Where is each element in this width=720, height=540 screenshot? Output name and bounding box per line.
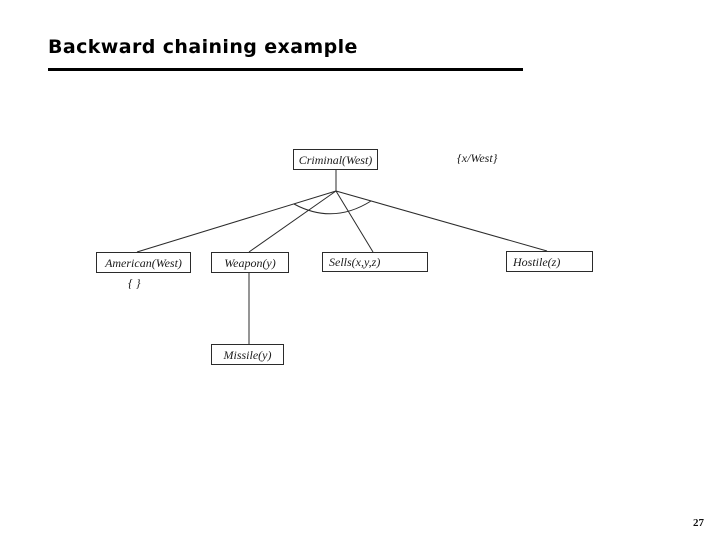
node-label: Weapon(y) xyxy=(224,255,276,270)
edge-root-american xyxy=(136,190,337,253)
node-american-west: American(West) xyxy=(96,252,191,273)
title-underline xyxy=(48,68,523,71)
node-label: Criminal(West) xyxy=(298,152,373,167)
empty-substitution-label: { } xyxy=(128,276,141,290)
and-arc xyxy=(293,200,372,215)
node-label: Hostile(z) xyxy=(513,254,561,269)
node-sells-xyz: Sells(x,y,z) xyxy=(322,252,428,272)
page-number: 27 xyxy=(693,517,704,529)
node-label: Sells(x,y,z) xyxy=(329,255,381,269)
edge-root-weapon xyxy=(248,190,337,253)
edge-root-sells xyxy=(335,190,374,253)
node-missile-y: Missile(y) xyxy=(211,344,284,365)
node-hostile-z: Hostile(z) xyxy=(506,251,593,272)
slide-title: Backward chaining example xyxy=(48,36,358,58)
node-label: Missile(y) xyxy=(223,347,272,362)
node-criminal-west: Criminal(West) xyxy=(293,149,378,170)
node-weapon-y: Weapon(y) xyxy=(211,252,289,273)
edge-root-hostile xyxy=(335,190,548,252)
node-label: American(West) xyxy=(105,255,182,270)
substitution-label: {x/West} xyxy=(457,151,498,165)
